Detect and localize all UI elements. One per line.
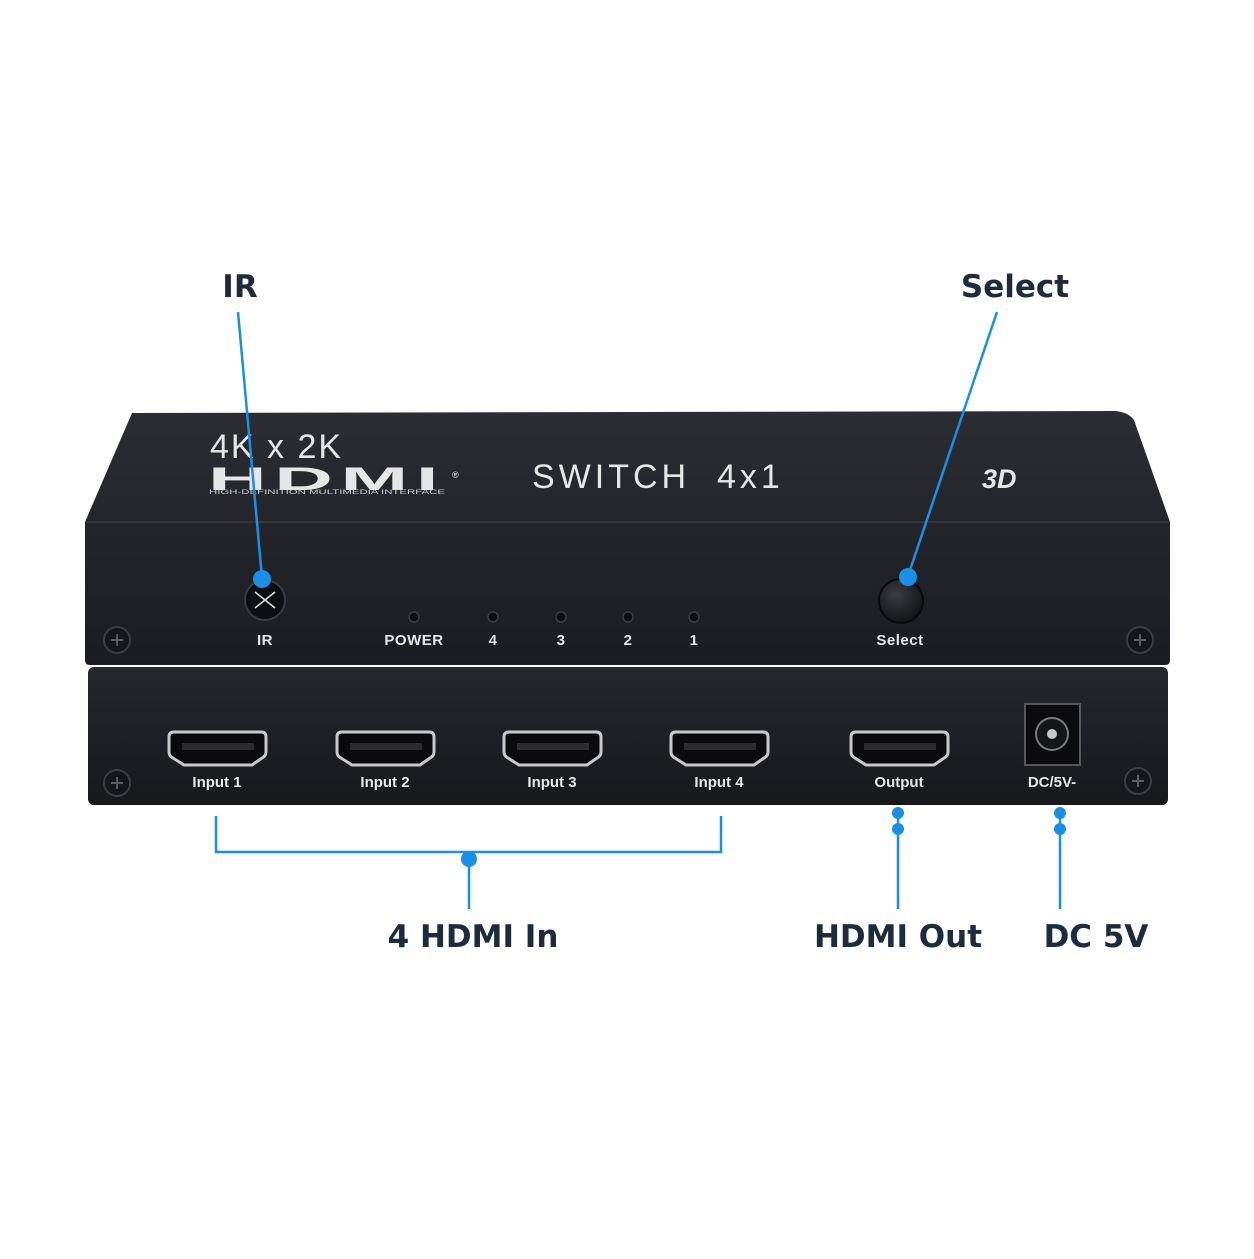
led-label-3: 3 <box>557 632 566 649</box>
led-4 <box>487 611 499 623</box>
callout-dc: DC 5V <box>1044 807 1149 955</box>
hdmi-port-input-4[interactable] <box>669 730 770 767</box>
dc-power-jack[interactable] <box>1024 703 1081 766</box>
power-led <box>408 611 420 623</box>
led-1 <box>688 611 700 623</box>
screw-icon <box>1124 767 1152 795</box>
callout-hdmi-in: 4 HDMI In <box>214 816 723 955</box>
select-button[interactable] <box>878 578 924 624</box>
callout-select-dot <box>899 568 917 586</box>
port-label-input-2: Input 2 <box>360 774 409 791</box>
led-3 <box>555 611 567 623</box>
hdmi-tagline: HIGH-DEFINITION MULTIMEDIA INTERFACE <box>209 490 445 496</box>
port-label-output: Output <box>874 774 923 791</box>
screw-icon <box>1126 626 1154 654</box>
port-label-input-4: Input 4 <box>694 774 744 791</box>
dc-panel-label: DC/5V- <box>1028 774 1076 791</box>
hdmi-port-input-1[interactable] <box>167 730 268 767</box>
screw-icon <box>103 626 131 654</box>
callout-hdmi-in-label: 4 HDMI In <box>388 919 559 955</box>
callout-dc-label: DC 5V <box>1044 919 1149 955</box>
callout-hdmi-out: HDMI Out <box>814 807 982 955</box>
led-label-1: 1 <box>690 632 699 649</box>
power-label: POWER <box>384 632 443 649</box>
callout-ir-dot <box>253 570 271 588</box>
badge-3d: 3D <box>982 464 1017 494</box>
rear-panel-unit: Input 1 Input 2 Input 3 Input 4 Output D… <box>88 667 1168 805</box>
hdmi-logo: HDMI <box>208 461 446 497</box>
port-label-input-3: Input 3 <box>527 774 576 791</box>
hdmi-registered-mark: ® <box>452 470 459 480</box>
callout-hdmi-in-bracket <box>214 816 723 854</box>
ir-panel-label: IR <box>257 632 273 649</box>
screw-icon <box>103 769 131 797</box>
port-label-input-1: Input 1 <box>192 774 241 791</box>
select-panel-label: Select <box>876 632 923 649</box>
callout-select: Select <box>899 269 1069 586</box>
callout-select-line <box>906 311 999 577</box>
callout-ir: IR <box>222 269 271 588</box>
callout-hdmi-out-label: HDMI Out <box>814 919 982 955</box>
resolution-label: 4K x 2K <box>210 428 343 466</box>
front-panel-unit: 4K x 2K HDMI ® HIGH-DEFINITION MULTIMEDI… <box>85 411 1170 665</box>
callout-ir-line <box>236 311 264 579</box>
rear-panel-body <box>88 667 1168 805</box>
callout-select-label: Select <box>961 269 1069 305</box>
led-2 <box>622 611 634 623</box>
led-label-4: 4 <box>489 632 498 649</box>
callout-ir-label: IR <box>222 269 258 305</box>
hdmi-port-input-2[interactable] <box>335 730 436 767</box>
led-label-2: 2 <box>624 632 633 649</box>
hdmi-port-input-3[interactable] <box>502 730 603 767</box>
model-label: SWITCH 4x1 <box>532 458 784 496</box>
hdmi-port-output[interactable] <box>849 730 950 767</box>
